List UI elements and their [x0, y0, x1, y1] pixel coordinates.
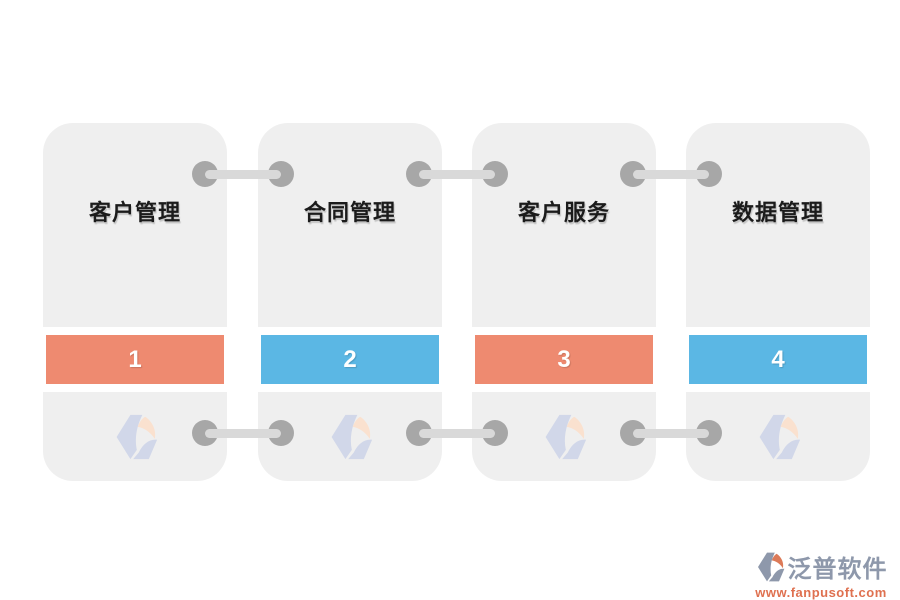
step-number: 1 — [128, 345, 142, 373]
fanpu-watermark-icon — [540, 414, 588, 460]
fanpu-watermark-icon — [111, 414, 159, 460]
step-label: 数据管理 — [731, 200, 824, 225]
connector-line — [633, 428, 709, 438]
connector — [191, 420, 294, 446]
step-label: 客户服务 — [517, 200, 610, 225]
connector — [406, 420, 508, 446]
fanpusoft-logo-icon — [755, 552, 785, 582]
step-card: 合同管理 2 — [258, 123, 442, 481]
step-card: 客户管理 1 — [43, 123, 227, 481]
brand-name: 泛普软件 — [787, 556, 888, 583]
connector — [406, 161, 508, 187]
brand-row: 泛普软件 — [751, 549, 891, 584]
connector — [191, 161, 294, 187]
step-number: 3 — [557, 345, 571, 373]
connector-line — [419, 169, 495, 179]
step-number-bar: 1 — [46, 335, 224, 384]
step-label: 客户管理 — [88, 200, 181, 225]
connector-line — [419, 428, 495, 438]
brand-url: www.fanpusoft.com — [755, 585, 887, 600]
step-title-panel: 数据管理 — [686, 123, 870, 327]
connector-line — [204, 428, 281, 438]
connector — [620, 161, 722, 187]
step-card: 客户服务 3 — [472, 123, 656, 481]
step-number: 2 — [343, 345, 357, 373]
fanpu-watermark-icon — [754, 414, 802, 460]
brand-footer: 泛普软件 www.fanpusoft.com — [751, 549, 891, 600]
connector-line — [633, 169, 709, 179]
step-title-panel: 合同管理 — [258, 123, 442, 327]
step-number-bar: 4 — [689, 335, 867, 384]
step-title-panel: 客户服务 — [472, 123, 656, 327]
connector — [620, 420, 722, 446]
step-number-bar: 2 — [261, 335, 439, 384]
step-title-panel: 客户管理 — [43, 123, 227, 327]
step-number: 4 — [771, 345, 785, 373]
step-number-bar: 3 — [475, 335, 653, 384]
step-label: 合同管理 — [303, 200, 396, 225]
fanpu-watermark-icon — [326, 414, 374, 460]
connector-line — [204, 169, 281, 179]
